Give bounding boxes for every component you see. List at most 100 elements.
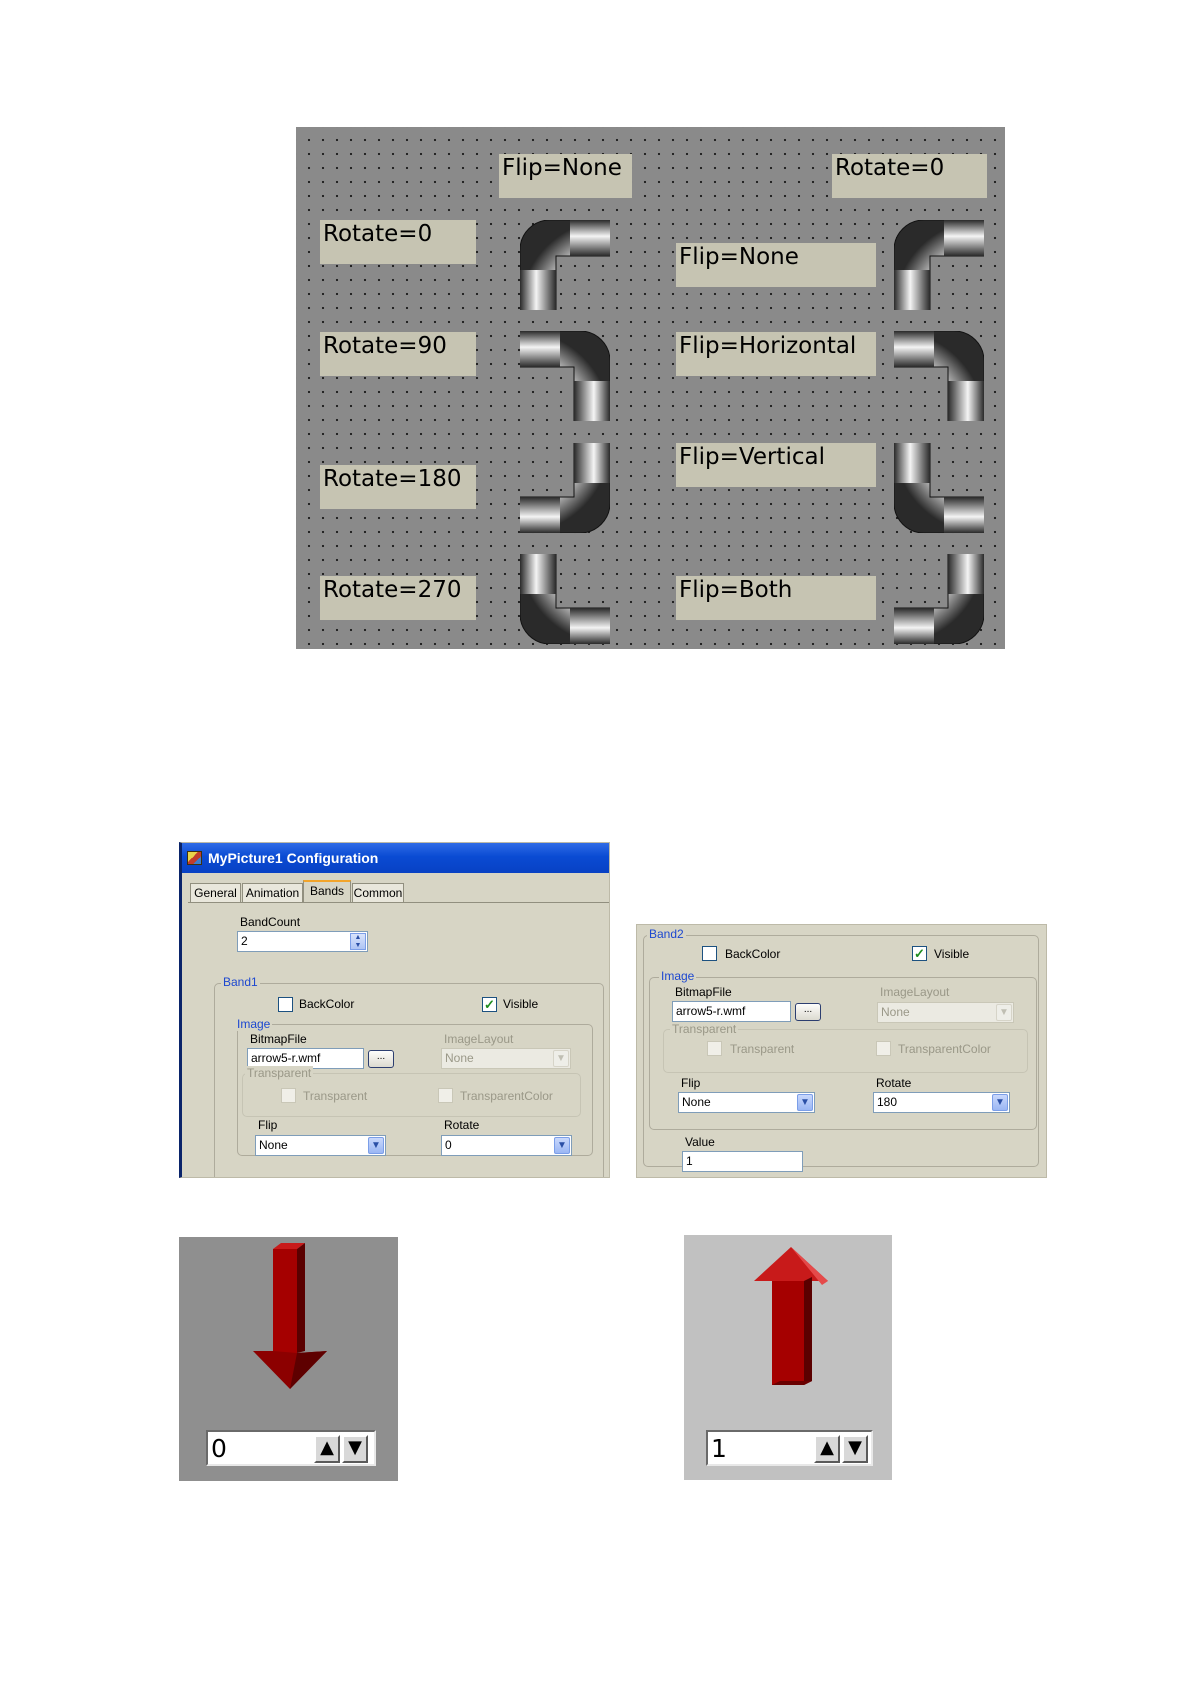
transparentcolor-swatch[interactable] (876, 1041, 891, 1056)
bandcount-label: BandCount (240, 915, 301, 929)
image-group-title: Image (235, 1017, 273, 1031)
pipe-flip-both (894, 554, 984, 644)
spin-updown-icon[interactable]: ▲▼ (350, 933, 366, 950)
rotate-label-90: Rotate=90 (320, 332, 476, 376)
backcolor-checkbox[interactable] (278, 997, 293, 1012)
elbow-pipe-icon (520, 443, 610, 533)
chevron-down-icon: ▼ (553, 1050, 569, 1067)
pipe-rotate-270 (520, 554, 610, 644)
imagelayout-select[interactable]: None▼ (877, 1002, 1014, 1023)
up-arrow-icon (754, 1247, 828, 1385)
arrow-panel-down: 0 ▲ ▼ (179, 1237, 398, 1481)
visible-checkbox[interactable]: ✓ (912, 946, 927, 961)
rotate-label-180: Rotate=180 (320, 465, 476, 509)
flip-label: Flip (258, 1118, 278, 1132)
tab-bands[interactable]: Bands (303, 880, 351, 902)
tab-animation[interactable]: Animation (242, 883, 303, 902)
flip-label-vertical: Flip=Vertical (676, 443, 876, 487)
tab-general[interactable]: General (190, 883, 241, 902)
elbow-pipe-icon (520, 331, 610, 421)
flip-label-horizontal: Flip=Horizontal (676, 332, 876, 376)
rotate-label-270: Rotate=270 (320, 576, 476, 620)
flip-select[interactable]: None▼ (678, 1092, 815, 1113)
config-dialog: MyPicture1 Configuration General Animati… (179, 842, 610, 1178)
pipe-rotate-180 (520, 443, 610, 533)
imagelayout-label: ImageLayout (444, 1032, 514, 1046)
arrow-panel-up: 1 ▲ ▼ (684, 1235, 892, 1480)
bitmapfile-input[interactable]: arrow5-r.wmf (672, 1001, 791, 1022)
backcolor-label: BackColor (725, 947, 781, 961)
dialog-titlebar[interactable]: MyPicture1 Configuration (182, 843, 609, 873)
picture-canvas: Flip=None Rotate=0 Rotate=0 Rotate=90 Ro… (296, 127, 1005, 649)
transparent-group-title: Transparent (670, 1022, 739, 1036)
elbow-pipe-icon (520, 220, 610, 310)
pipe-flip-vertical (894, 443, 984, 533)
browse-button[interactable]: ... (795, 1003, 821, 1021)
chevron-down-icon[interactable]: ▼ (992, 1094, 1008, 1111)
visible-label: Visible (503, 997, 539, 1011)
backcolor-checkbox[interactable] (702, 946, 717, 961)
image-group-title: Image (659, 969, 697, 983)
rotate-label: Rotate (876, 1076, 912, 1090)
bandcount-spinner[interactable]: 2 ▲▼ (237, 931, 368, 952)
pipe-flip-none (894, 220, 984, 310)
transparent-checkbox[interactable] (707, 1041, 722, 1056)
band1-group (214, 983, 604, 1177)
increment-button[interactable]: ▲ (314, 1435, 340, 1463)
visible-label: Visible (934, 947, 970, 961)
chevron-down-icon[interactable]: ▼ (368, 1137, 384, 1154)
band2-group (643, 935, 1039, 1167)
flip-label-both: Flip=Both (676, 576, 876, 620)
transparent-label: Transparent (303, 1089, 368, 1103)
transparentcolor-label: TransparentColor (898, 1042, 991, 1056)
flip-column-header: Flip=None (499, 154, 632, 198)
spinbox-value: 1 (711, 1434, 727, 1463)
bitmapfile-label: BitmapFile (675, 985, 732, 999)
value-spinbox[interactable]: 1 ▲ ▼ (706, 1430, 873, 1466)
down-arrow-icon (253, 1243, 327, 1389)
decrement-button[interactable]: ▼ (342, 1435, 368, 1463)
bitmapfile-input[interactable]: arrow5-r.wmf (247, 1048, 364, 1069)
transparent-group-title: Transparent (245, 1066, 314, 1080)
rotate-column-header: Rotate=0 (832, 154, 987, 198)
band1-title: Band1 (221, 975, 260, 989)
bitmapfile-label: BitmapFile (250, 1032, 307, 1046)
elbow-pipe-icon (894, 443, 984, 533)
value-spinbox[interactable]: 0 ▲ ▼ (206, 1430, 376, 1466)
transparentcolor-label: TransparentColor (460, 1089, 553, 1103)
tab-common[interactable]: Common (352, 883, 404, 902)
transparent-label: Transparent (730, 1042, 795, 1056)
elbow-pipe-icon (520, 554, 610, 644)
flip-label: Flip (681, 1076, 701, 1090)
elbow-pipe-icon (894, 220, 984, 310)
decrement-button[interactable]: ▼ (842, 1435, 868, 1463)
app-icon (187, 851, 202, 865)
tab-page-border (188, 902, 609, 903)
browse-button[interactable]: ... (368, 1050, 394, 1068)
transparentcolor-swatch[interactable] (438, 1088, 453, 1103)
pipe-rotate-90 (520, 331, 610, 421)
rotate-label: Rotate (444, 1118, 480, 1132)
pipe-flip-horizontal (894, 331, 984, 421)
flip-label-none: Flip=None (676, 243, 876, 287)
transparent-checkbox[interactable] (281, 1088, 296, 1103)
dialog-title: MyPicture1 Configuration (208, 850, 379, 866)
transparent-group (663, 1029, 1028, 1073)
rotate-label-0: Rotate=0 (320, 220, 476, 264)
flip-select[interactable]: None▼ (255, 1135, 386, 1156)
pipe-rotate-0 (520, 220, 610, 310)
rotate-select[interactable]: 0▼ (441, 1135, 572, 1156)
rotate-select[interactable]: 180▼ (873, 1092, 1010, 1113)
chevron-down-icon[interactable]: ▼ (797, 1094, 813, 1111)
chevron-down-icon[interactable]: ▼ (554, 1137, 570, 1154)
elbow-pipe-icon (894, 331, 984, 421)
elbow-pipe-icon (894, 554, 984, 644)
imagelayout-select[interactable]: None▼ (441, 1048, 571, 1069)
value-label: Value (685, 1135, 715, 1149)
visible-checkbox[interactable]: ✓ (482, 997, 497, 1012)
value-input[interactable]: 1 (682, 1151, 803, 1172)
band2-panel: Band2 BackColor ✓ Visible Image BitmapFi… (636, 924, 1047, 1178)
backcolor-label: BackColor (299, 997, 355, 1011)
band2-title: Band2 (647, 927, 686, 941)
increment-button[interactable]: ▲ (814, 1435, 840, 1463)
